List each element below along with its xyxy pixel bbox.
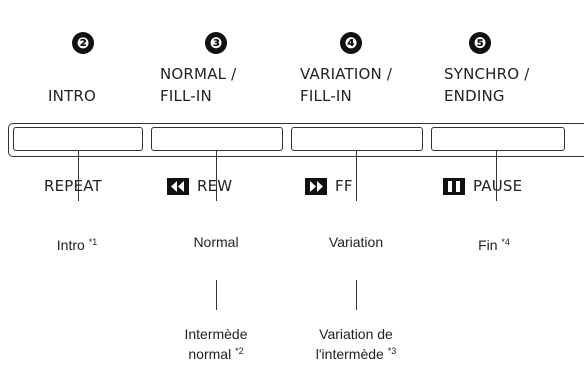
connector-fin — [496, 151, 498, 201]
normal-fill-in-button[interactable] — [151, 127, 283, 151]
number-3-badge: ❸ — [205, 32, 227, 54]
ff-function: FF — [305, 176, 353, 196]
connector-variation — [356, 151, 358, 201]
number-2-badge: ❷ — [72, 32, 94, 54]
repeat-label: REPEAT — [44, 177, 102, 195]
variation-text: Variation — [328, 234, 384, 250]
normal-fill-text: Intermède normal *2 — [184, 326, 248, 362]
synchro-label-line1: SYNCHRO / — [444, 65, 530, 83]
synchro-label-line2: ENDING — [444, 87, 505, 105]
number-5-badge: ❺ — [469, 32, 491, 54]
rew-function: REW — [167, 176, 232, 196]
button-panel — [8, 123, 584, 157]
ff-label: FF — [335, 177, 353, 195]
rew-label: REW — [197, 177, 233, 195]
intro-label: INTRO — [48, 87, 97, 105]
connector-normal — [216, 151, 218, 201]
pause-icon — [443, 177, 465, 195]
number-4-badge: ❹ — [340, 32, 362, 54]
fast-forward-icon — [305, 177, 327, 195]
fin-text: Fin *4 — [478, 237, 510, 253]
normal-label-line1: NORMAL / — [160, 65, 237, 83]
pause-label: PAUSE — [473, 177, 523, 195]
connector-variation-fill — [356, 280, 358, 310]
intro-text: Intro *1 — [56, 237, 98, 253]
repeat-function: REPEAT — [44, 176, 102, 196]
variation-label-line1: VARIATION / — [300, 65, 393, 83]
variation-fill-in-button[interactable] — [291, 127, 423, 151]
pause-function: PAUSE — [443, 176, 522, 196]
intro-button[interactable] — [13, 127, 143, 151]
synchro-ending-button[interactable] — [431, 127, 565, 151]
normal-label-line2: FILL-IN — [160, 87, 212, 105]
connector-intro — [78, 151, 80, 201]
connector-normal-fill — [216, 280, 218, 310]
variation-fill-text: Variation de l'intermède *3 — [315, 326, 397, 362]
normal-text: Normal — [193, 234, 239, 250]
rewind-icon — [167, 177, 189, 195]
variation-label-line2: FILL-IN — [300, 87, 352, 105]
